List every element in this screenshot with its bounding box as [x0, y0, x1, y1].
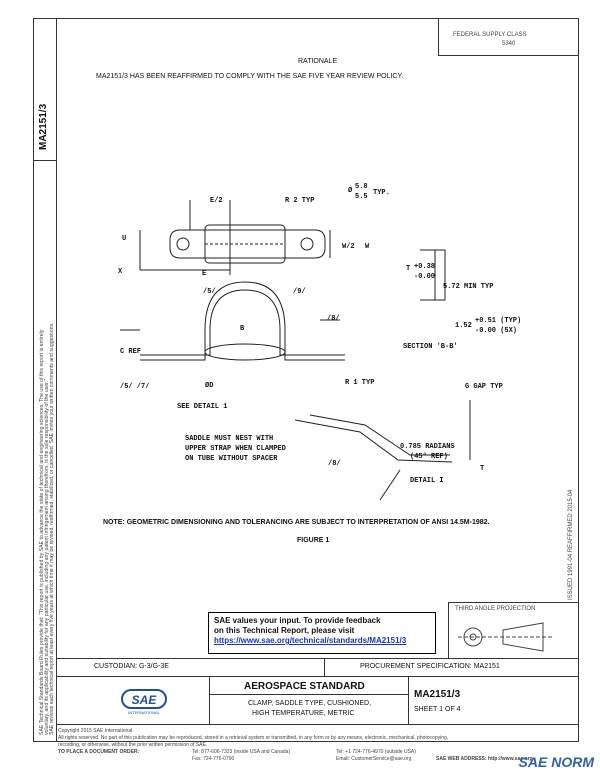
label-b: B	[240, 325, 245, 333]
feedback-link[interactable]: https://www.sae.org/technical/standards/…	[214, 636, 407, 645]
page-frame	[33, 18, 579, 742]
dim-r1-typ: R 1 TYP	[345, 379, 374, 387]
section-bb-label: SECTION 'B-B'	[403, 343, 458, 351]
dim-phi: Ø	[348, 186, 353, 195]
tol-t-plus: +0.38	[414, 263, 435, 271]
saddle-side-view	[140, 289, 345, 356]
left-doc-id-divider	[33, 160, 57, 161]
strap-top-view	[169, 229, 326, 259]
dim-w: W	[365, 243, 370, 251]
third-angle-label: THIRD ANGLE PROJECTION	[455, 606, 536, 612]
logo-subtext: INTERNATIONAL	[128, 710, 160, 715]
dim-min-typ: 5.72 MIN TYP	[443, 283, 493, 291]
ref-5-7: /5/ /7/	[120, 383, 149, 391]
order-label: TO PLACE A DOCUMENT ORDER:	[58, 749, 140, 755]
tel-usa: Tel: 877-606-7323 (inside USA and Canada…	[192, 749, 291, 755]
note-saddle-3: ON TUBE WITHOUT SPACER	[185, 455, 278, 463]
doc-id-vertical: MA2151/3	[38, 103, 49, 150]
third-angle-symbol	[458, 622, 553, 652]
custodian-divider	[324, 658, 325, 676]
dim-e2: E/2	[210, 197, 223, 205]
dim-deg-ref: (45° REF)	[410, 452, 448, 461]
title-divider-2	[408, 676, 409, 724]
dim-typ: TYP.	[373, 189, 390, 197]
dim-diameter-max: 5.8	[355, 183, 368, 191]
title-divider-1	[209, 676, 210, 724]
custodian-top-line	[56, 658, 579, 659]
see-detail-1: SEE DETAIL 1	[177, 403, 227, 411]
title-line-2: HIGH TEMPERATURE, METRIC	[252, 710, 355, 717]
sheet-number: SHEET 1 OF 4	[414, 706, 461, 713]
dim-e: E	[202, 270, 206, 278]
dim-g-gap: G GAP TYP	[465, 383, 503, 391]
doc-number: MA2151/3	[414, 689, 461, 700]
dim-c-ref: C REF	[120, 348, 141, 356]
dim-x: X	[118, 268, 123, 276]
figure-caption: FIGURE 1	[297, 537, 330, 544]
note-saddle-2: UPPER STRAP WHEN CLAMPED	[185, 445, 286, 453]
dim-t: T	[406, 265, 410, 273]
dim-phi-d: ØD	[205, 381, 213, 390]
web-address: SAE WEB ADDRESS: http://www.sae.org	[436, 756, 533, 762]
custodian: CUSTODIAN: G-3/G-3E	[94, 663, 169, 670]
technical-drawing: E/2 R 2 TYP Ø 5.8 5.5 TYP. U W/2 W X E /…	[118, 183, 521, 501]
procurement-spec: PROCUREMENT SPECIFICATION: MA2151	[360, 663, 500, 670]
ref-9: /9/	[293, 288, 306, 296]
email: Email: CustomerService@sae.org	[336, 756, 412, 762]
feedback-box: SAE values your input. To provide feedba…	[208, 612, 436, 654]
tol-t-minus: -0.00	[414, 273, 435, 281]
section-bb-profile	[434, 249, 446, 301]
feedback-line-2: on this Technical Report, please visit	[214, 626, 355, 635]
gdt-note: NOTE: GEOMETRIC DIMENSIONING AND TOLERAN…	[103, 519, 490, 526]
dim-r2-typ: R 2 TYP	[285, 197, 314, 205]
left-hole	[176, 237, 190, 251]
right-hole	[300, 237, 314, 251]
title-block-bottom	[56, 724, 579, 725]
legal-text-3: SAE reviews each technical report at lea…	[49, 322, 55, 736]
ref-5-top: /5/	[203, 288, 216, 296]
feedback-line-1: SAE values your input. To provide feedba…	[214, 616, 381, 625]
fax: Fax: 724-776-0790	[192, 756, 235, 762]
dim-t-bottom: T	[480, 465, 484, 473]
dim-w2: W/2	[342, 243, 355, 251]
detail-1-profile	[309, 414, 450, 456]
tel-outside: Tel: +1 724-776-4970 (outside USA)	[336, 749, 416, 755]
copyright: Copyright 2015 SAE International	[58, 728, 133, 734]
aerospace-standard: AEROSPACE STANDARD	[244, 681, 365, 692]
dim-u: U	[122, 235, 126, 243]
rights-2: recording, or otherwise, without the pri…	[58, 742, 208, 748]
rationale-title: RATIONALE	[298, 58, 338, 65]
left-column-divider	[56, 18, 57, 742]
logo-text: SAE	[132, 693, 158, 707]
third-angle-box: THIRD ANGLE PROJECTION	[448, 602, 579, 658]
detail-1-label: DETAIL I	[410, 477, 444, 485]
ref-8-top: /8/	[327, 315, 340, 323]
issued-reaffirmed-vertical: ISSUED 1991-04 REAFFIRMED 2015-04	[568, 489, 574, 600]
watermark: SAE NORM	[518, 754, 594, 770]
dim-diameter-min: 5.5	[355, 193, 368, 201]
fsc-label: FEDERAL SUPPLY CLASS	[453, 32, 527, 38]
note-saddle-1: SADDLE MUST NEST WITH	[185, 435, 273, 443]
custodian-bottom-line	[56, 676, 579, 677]
aerospace-standard-underline	[209, 694, 408, 695]
fsc-code: 5340	[502, 41, 516, 47]
title-line-1: CLAMP, SADDLE TYPE, CUSHIONED,	[248, 700, 372, 707]
dim-152: 1.52	[455, 322, 472, 330]
rationale-text: MA2151/3 HAS BEEN REAFFIRMED TO COMPLY W…	[96, 73, 404, 80]
tube-outline	[204, 343, 286, 361]
dim-radians: 0.785 RADIANS	[400, 443, 455, 451]
tol-051: +0.51 (TYP)	[475, 317, 521, 325]
tol-000: -0.00 (5X)	[475, 327, 517, 335]
rights-1: All rights reserved. No part of this pub…	[58, 735, 449, 741]
ref-8-bottom: /8/	[328, 460, 341, 468]
fsc-box: FEDERAL SUPPLY CLASS 5340	[438, 18, 579, 56]
sae-logo: SAE INTERNATIONAL	[121, 689, 167, 715]
